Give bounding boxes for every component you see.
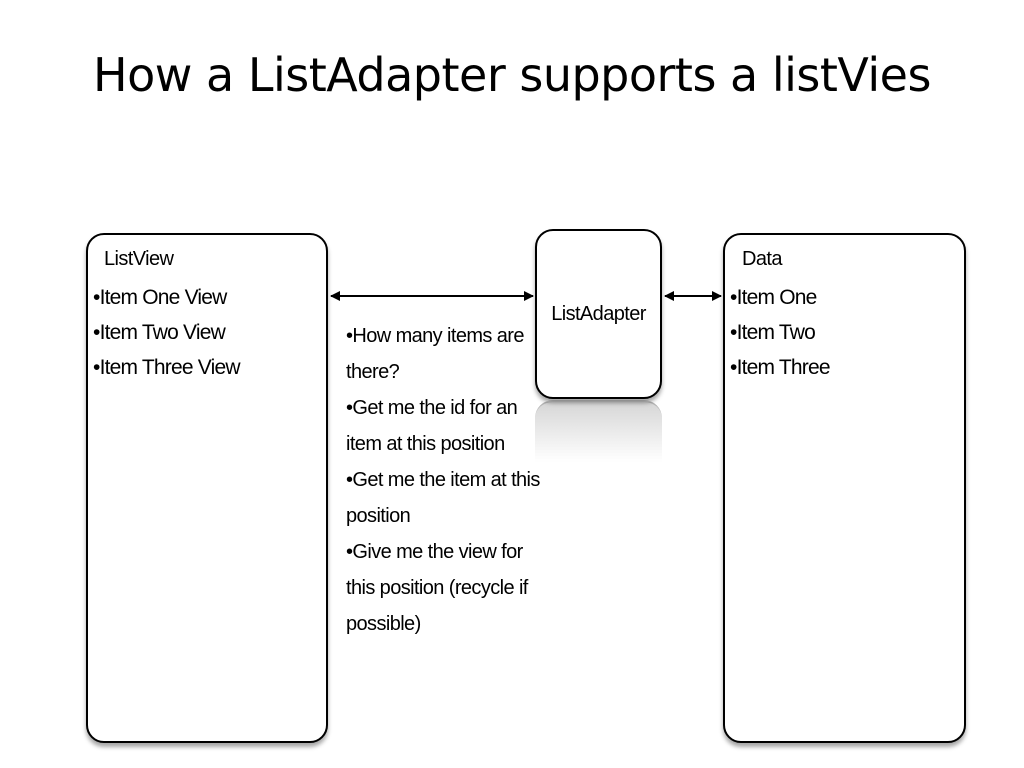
adapter-reflection (535, 400, 662, 462)
listview-item-list: Item One View Item Two View Item Three V… (93, 280, 241, 385)
adapter-questions-list: How many items are there? Get me the id … (346, 318, 546, 642)
listadapter-label: ListAdapter (551, 303, 646, 325)
adapter-question: How many items are there? (346, 318, 546, 390)
data-item-list: Item One Item Two Item Three (730, 280, 831, 385)
listadapter-box (535, 229, 662, 399)
listview-heading: ListView (104, 248, 174, 270)
data-heading: Data (742, 248, 782, 270)
adapter-question: Get me the id for an item at this positi… (346, 390, 546, 462)
adapter-question: Get me the item at this position (346, 462, 546, 534)
data-item: Item Two (730, 315, 830, 350)
adapter-question: Give me the view for this position (recy… (346, 534, 546, 642)
data-item: Item One (730, 280, 830, 315)
listview-item: Item Two View (93, 315, 240, 350)
data-item: Item Three (730, 350, 831, 385)
slide-title: How a ListAdapter supports a listVies (93, 48, 931, 102)
listview-item: Item One View (93, 280, 240, 315)
listview-item: Item Three View (93, 350, 241, 385)
